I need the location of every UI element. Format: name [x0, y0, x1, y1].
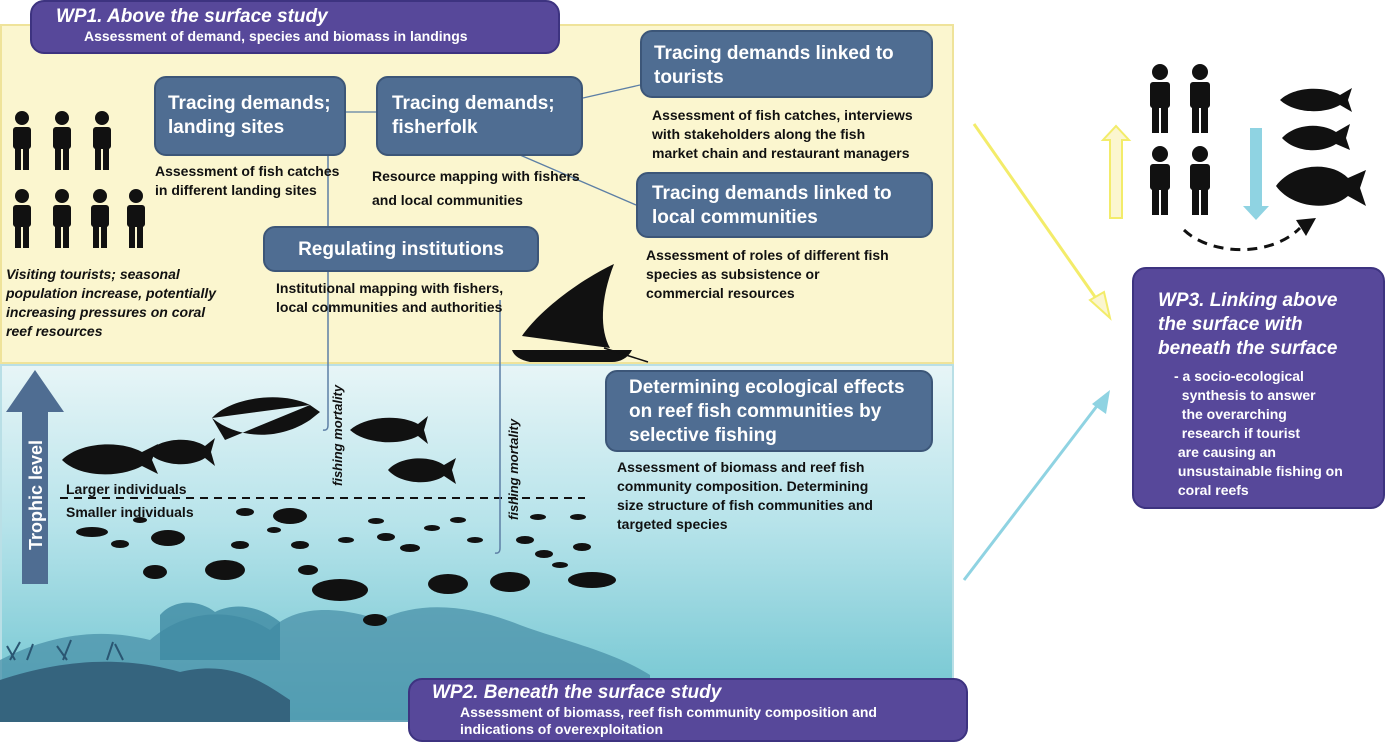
trophic-level-label: Trophic level	[26, 440, 46, 550]
node-ecological-effects: Determining ecological effects on reef f…	[605, 370, 933, 452]
wp3-box: WP3. Linking above the surface with bene…	[1132, 267, 1385, 509]
landing-sites-description: Assessment of fish catches in different …	[155, 163, 340, 198]
node-fisherfolk: Tracing demands; fisherfolk	[376, 76, 583, 156]
tourist-figures-right	[1150, 64, 1210, 215]
dhow-boat-graphic	[512, 264, 649, 363]
wp2-title: WP2. Beneath the surface study	[432, 682, 722, 703]
wp1-subtitle: Assessment of demand, species and biomas…	[84, 28, 468, 44]
down-arrow-icon	[1243, 128, 1269, 220]
wp1-title: WP1. Above the surface study	[56, 6, 328, 27]
wp1-to-wp3-arrow	[972, 123, 1112, 321]
local-communities-description: Assessment of roles of different fish sp…	[646, 247, 889, 301]
fisherfolk-description: Resource mapping with fishers and local …	[372, 168, 580, 208]
tourists-description: Assessment of fish catches, interviews w…	[652, 107, 913, 161]
curved-arrow-head	[1296, 218, 1316, 236]
regulating-institutions-description: Institutional mapping with fishers, loca…	[276, 280, 504, 315]
wp2-subtitle: Assessment of biomass, reef fish communi…	[460, 704, 877, 737]
tourist-figures-left	[13, 111, 145, 248]
fishing-line-2	[494, 300, 501, 554]
fishing-line-1	[322, 130, 329, 431]
curved-dashed-arrow	[1182, 226, 1302, 252]
node-connectors	[346, 84, 641, 206]
wp1-box: WP1. Above the surface study Assessment …	[30, 0, 560, 54]
wp2-box: WP2. Beneath the surface study Assessmen…	[408, 678, 968, 742]
visiting-tourists-caption: Visiting tourists; seasonal population i…	[6, 266, 217, 339]
trophic-level-arrow	[6, 370, 64, 584]
fishing-mortality-label-2: fishing mortality	[506, 418, 521, 520]
node-local-communities: Tracing demands linked to local communit…	[636, 172, 933, 238]
small-fish-group	[76, 508, 616, 626]
node-landing-sites: Tracing demands; landing sites	[154, 76, 346, 156]
fishing-mortality-label-1: fishing mortality	[330, 384, 345, 486]
wp3-title: WP3. Linking above the surface with bene…	[1158, 290, 1338, 359]
large-fish-group	[62, 397, 456, 484]
larger-individuals-label: Larger individuals	[66, 481, 187, 497]
up-arrow-icon	[1100, 124, 1132, 219]
node-tourists: Tracing demands linked to tourists	[640, 30, 933, 98]
wp3-body: - a socio-ecological synthesis to answer…	[1174, 368, 1343, 498]
wp2-to-wp3-arrow	[962, 390, 1110, 581]
ecological-effects-description: Assessment of biomass and reef fish comm…	[617, 459, 873, 532]
smaller-individuals-label: Smaller individuals	[66, 504, 194, 520]
node-regulating-institutions: Regulating institutions	[263, 226, 539, 272]
fish-right-group	[1276, 88, 1366, 206]
